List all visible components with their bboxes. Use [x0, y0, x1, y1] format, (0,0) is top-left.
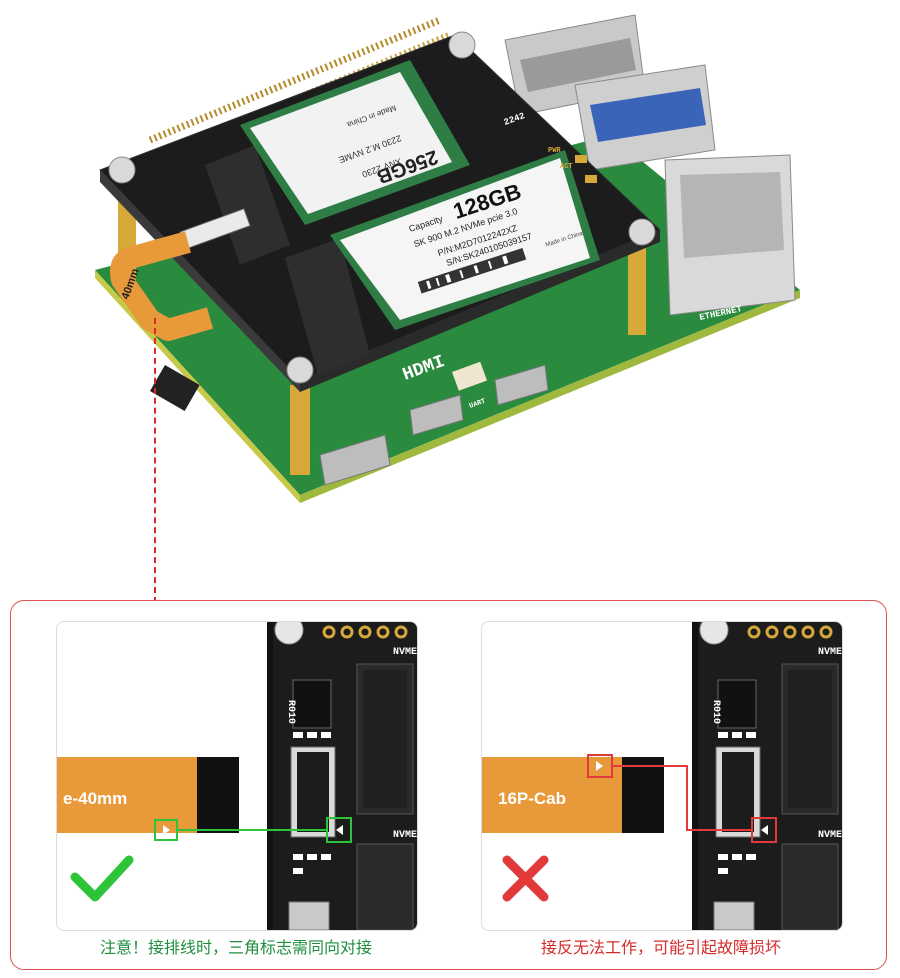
triangle-mark-icon	[163, 825, 170, 835]
usb-ports	[504, 14, 716, 171]
micro-hdmi-port	[409, 394, 464, 436]
jst-connector	[452, 361, 488, 391]
cable-print: 16P-Cab	[498, 789, 566, 808]
check-icon	[70, 855, 134, 902]
screw-hole-icon	[274, 622, 304, 645]
m2-slot-upper	[205, 145, 290, 265]
silk-pwr: PWR	[548, 147, 561, 155]
screw-icon	[286, 356, 314, 384]
silk-nvme2: NVME2	[393, 647, 417, 658]
sd-card	[150, 365, 200, 411]
ssd-256gb: 256GB 2230 M.2 NVME XNV 2230 Made in Chi…	[240, 60, 470, 225]
socket-triangle-highlight	[326, 817, 352, 843]
silk-nvme2: NVME2	[818, 647, 842, 658]
screw-icon	[108, 156, 136, 184]
cross-icon	[502, 855, 549, 902]
screw-icon	[628, 218, 656, 246]
usb-c-port	[319, 434, 391, 486]
m2-slot-lower	[285, 238, 370, 375]
m2-connector	[356, 843, 414, 930]
gold-pads	[747, 625, 833, 639]
silk-r010: R010	[710, 700, 721, 724]
socket-triangle-highlight	[751, 817, 777, 843]
screw-hole-icon	[699, 622, 729, 645]
ic-chip	[717, 679, 757, 729]
screw-icon	[448, 31, 476, 59]
ffc-cable-closeup	[482, 757, 622, 833]
cable-print: e-40mm	[63, 789, 127, 808]
standoff	[628, 240, 646, 335]
silk-act: ACT	[560, 163, 573, 171]
correct-caption: 注意！接排线时，三角标志需同向对接	[99, 938, 372, 957]
micro-hdmi-port	[494, 364, 549, 406]
wrong-caption: 接反无法工作，可能引起故障损坏	[540, 938, 781, 957]
barcode-icon	[417, 248, 527, 294]
triangle-mark-icon	[596, 761, 603, 771]
ic-chip	[292, 679, 332, 729]
gold-pads	[322, 625, 408, 639]
pointer-line	[154, 318, 156, 603]
ffc-cable	[110, 231, 214, 341]
ethernet-port: ETHERNET	[664, 154, 796, 323]
m2-connector	[781, 843, 839, 930]
triangle-mark-icon	[336, 825, 343, 835]
triangle-mark-icon	[761, 825, 768, 835]
silk-r010: R010	[285, 700, 296, 724]
ssd-128gb: Capacity 128GB SK 900 M.2 NVMe pcie 3.0 …	[330, 150, 600, 330]
alignment-link	[612, 765, 752, 831]
product-photo: ETHERNET 256GB 2230 M.2 NVME XNV 2230 Ma…	[95, 14, 800, 503]
standoff	[290, 385, 310, 475]
